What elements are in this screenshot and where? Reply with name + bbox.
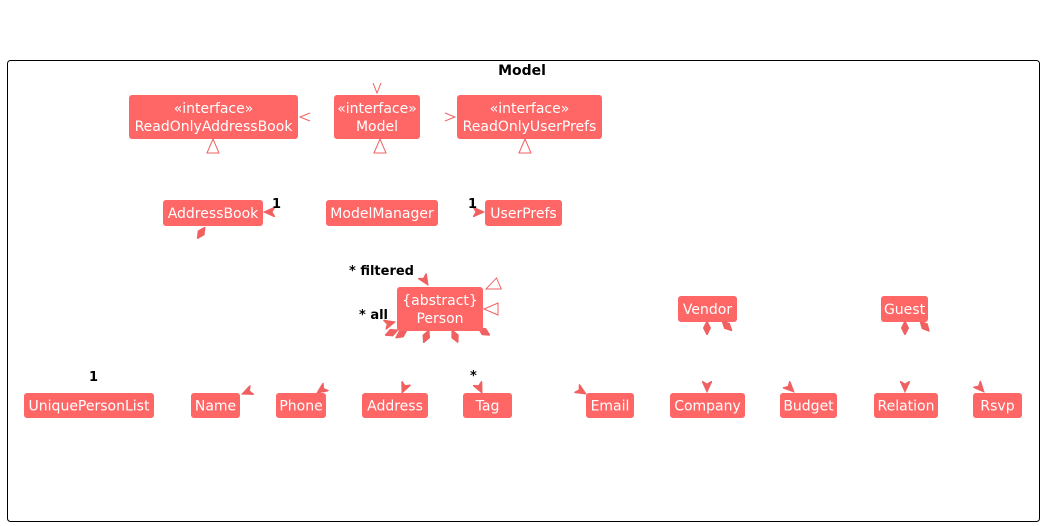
class-label-guest: Guest [884,302,926,318]
class-label-model_iface-1: Model [356,119,398,135]
class-box-budget: Budget [780,393,837,418]
class-box-rect-relation [874,393,938,418]
class-label-address: Address [367,399,423,415]
class-box-address: Address [362,393,428,418]
class-box-rect-address [362,393,428,418]
multiplicity-uniquepersonlist-one: 1 [89,370,98,385]
class-box-company: Company [670,393,745,418]
class-label-roab-0: «interface» [174,101,254,117]
multiplicity-userprefs-one: 1 [468,197,477,212]
package-frame [7,60,1040,522]
multiplicity-tag-many: * [470,369,477,384]
class-box-email: Email [586,393,634,418]
class-box-addressbook: AddressBook [163,200,263,226]
class-box-rect-person [397,287,483,331]
class-box-phone: Phone [276,393,326,418]
class-label-userprefs: UserPrefs [490,206,556,222]
class-box-modelmanager: ModelManager [326,200,438,226]
person-to-address [402,330,429,393]
class-box-rect-rsvp [973,393,1022,418]
class-label-roab-1: ReadOnlyAddressBook [135,119,294,135]
class-label-addressbook: AddressBook [168,206,259,222]
person-to-email [478,328,586,394]
multiplicity-person-all: * all [359,308,388,323]
class-box-roup: «interface» ReadOnlyUserPrefs [457,95,602,139]
addressbook-to-uniquepersonlist [96,227,205,392]
class-box-vendor: Vendor [678,296,737,322]
class-box-rect-phone [276,393,326,418]
class-box-tag: Tag [463,393,512,418]
class-box-rect-modelmanager [326,200,438,226]
class-box-relation: Relation [874,393,938,418]
class-label-name: Name [195,399,236,415]
class-label-rsvp: Rsvp [980,399,1014,415]
class-box-rect-roab [129,95,298,139]
class-box-guest: Guest [881,296,928,322]
class-label-budget: Budget [783,399,834,415]
class-box-rect-name [191,393,240,418]
class-box-name: Name [191,393,240,418]
class-label-phone: Phone [279,399,322,415]
class-label-vendor: Vendor [683,302,732,318]
person-to-phone [317,330,407,393]
vendor-to-budget [722,321,794,392]
class-box-rect-tag [463,393,512,418]
class-label-roup-0: «interface» [490,101,570,117]
class-box-rect-vendor [678,296,737,322]
class-box-rect-budget [780,393,837,418]
class-label-email: Email [591,399,630,415]
class-label-modelmanager: ModelManager [330,206,434,222]
class-label-person-0: {abstract} [402,293,478,309]
multiplicity-person-filtered: * filtered [349,264,414,279]
class-label-relation: Relation [878,399,935,415]
class-label-model_iface-0: «interface» [337,101,417,117]
class-box-userprefs: UserPrefs [485,200,562,226]
guest-extends-person [486,249,890,297]
multiplicity-addressbook-one: 1 [272,197,281,212]
class-label-company: Company [674,399,741,415]
guest-to-rsvp [920,321,984,392]
person-to-name [242,330,398,394]
class-box-rect-uniquepersonlist [24,393,154,418]
class-box-rsvp: Rsvp [973,393,1022,418]
class-box-uniquepersonlist: UniquePersonList [24,393,154,418]
class-label-uniquepersonlist: UniquePersonList [29,399,150,415]
class-box-roab: «interface» ReadOnlyAddressBook [129,95,298,139]
class-box-rect-email [586,393,634,418]
class-label-person-1: Person [416,311,463,327]
class-label-roup-1: ReadOnlyUserPrefs [463,119,597,135]
uniquepersonlist-to-person-all [135,322,395,392]
class-box-rect-company [670,393,745,418]
package-title: Model [498,63,546,79]
class-box-person: {abstract} Person [397,287,483,331]
class-box-rect-roup [457,95,602,139]
class-label-tag: Tag [475,399,500,415]
class-box-rect-guest [881,296,928,322]
class-box-rect-addressbook [163,200,263,226]
class-box-model_iface: «interface» Model [334,95,420,139]
class-box-rect-userprefs [485,200,562,226]
class-boxes: «interface»ReadOnlyAddressBook«interface… [24,95,1022,418]
class-box-rect-model_iface [334,95,420,139]
person-to-tag [452,330,482,393]
